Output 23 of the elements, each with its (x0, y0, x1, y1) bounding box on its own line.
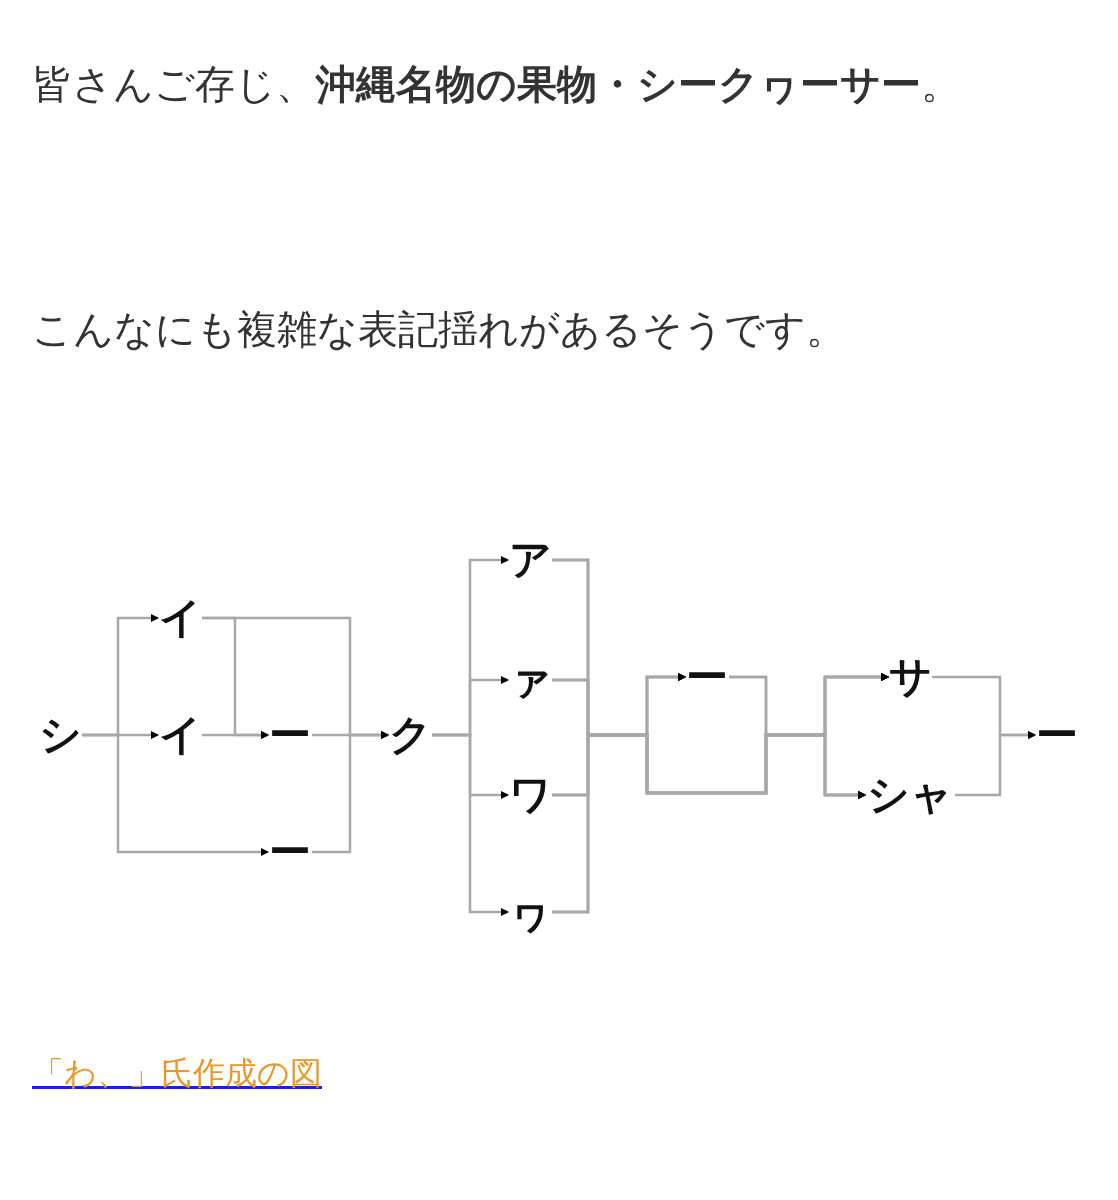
arrow (729, 675, 866, 799)
character-label: ー (1035, 707, 1079, 763)
arrow (82, 733, 269, 856)
character-label: シ (38, 707, 82, 763)
arrow (432, 733, 509, 916)
character-label: ァ (508, 652, 552, 708)
caption-link: 「わ、」氏作成の図 (32, 1053, 322, 1094)
arrow (312, 731, 389, 854)
character-label: ク (388, 707, 432, 763)
paragraph-text: 皆さんご存じ、沖縄名物の果物・シークヮーサー。 (32, 60, 962, 109)
character-label: ー (685, 649, 729, 705)
character-label: イ (158, 707, 202, 763)
character-label: ー (268, 824, 312, 880)
character-label: サ (888, 649, 932, 705)
character-label: ア (508, 532, 552, 588)
arrow (955, 731, 1036, 797)
character-label: ワ (508, 767, 552, 823)
arrow (202, 731, 269, 739)
paragraph-text: こんなにも複雑な表記揺れがあるそうです。 (32, 305, 847, 354)
character-label: シャ (865, 767, 955, 823)
character-label: イ (158, 590, 202, 646)
character-label: ー (268, 707, 312, 763)
character-label: ヮ (508, 884, 552, 940)
